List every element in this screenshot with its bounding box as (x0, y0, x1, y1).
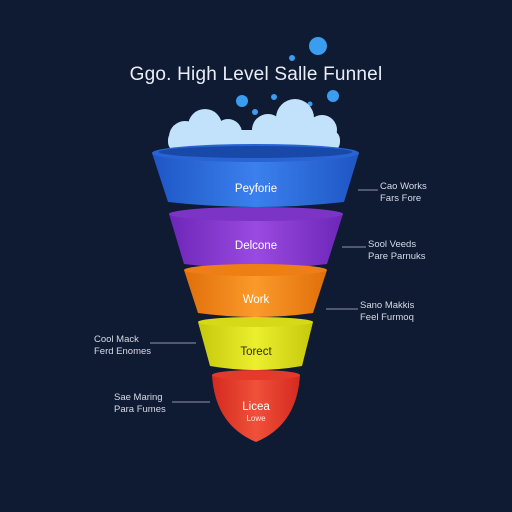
funnel-stage-5: Licea Lowe (212, 370, 300, 442)
bubble (309, 37, 327, 55)
annotation-left-2: Sae Maring Para Fumes (114, 392, 166, 416)
stage-2-label: Delcone (235, 240, 277, 252)
bubble (327, 90, 339, 102)
annotation-right-2: Sool Veeds Pare Parnuks (368, 239, 426, 263)
annotation-line: Feel Furmoq (360, 312, 414, 323)
annotation-line: Para Fumes (114, 404, 166, 415)
stage-1-label: Peyforie (235, 183, 277, 195)
stage-5-sublabel: Lowe (246, 414, 266, 423)
annotation-left-1: Cool Mack Ferd Enomes (94, 334, 151, 358)
bubble (252, 109, 258, 115)
bubble (289, 55, 295, 61)
annotation-right-1: Cao Works Fars Fore (380, 181, 427, 205)
funnel-stage-2: Delcone (169, 207, 343, 269)
bubble (236, 95, 248, 107)
funnel-stage-1: Peyforie (152, 144, 359, 207)
annotation-line: Sae Maring (114, 392, 163, 403)
funnel-stage-4: Torect (198, 317, 313, 370)
annotation-line: Sano Makkis (360, 300, 415, 311)
annotation-line: Pare Parnuks (368, 251, 426, 262)
annotation-line: Cao Works (380, 181, 427, 192)
bubbles-decoration (236, 37, 339, 115)
annotation-line: Sool Veeds (368, 239, 417, 250)
leader-lines (150, 189, 378, 403)
annotation-line: Ferd Enomes (94, 346, 152, 357)
diagram-title: Ggo. High Level Salle Funnel (129, 64, 383, 85)
annotation-right-3: Sano Makkis Feel Furmoq (360, 300, 414, 324)
funnel-stage-3: Work (184, 264, 327, 317)
stage-3-label: Work (243, 294, 270, 306)
annotation-line: Cool Mack (94, 334, 139, 345)
stage-5-label: Licea (242, 401, 270, 413)
bubble (271, 94, 277, 100)
annotation-line: Fars Fore (380, 193, 422, 204)
stage-4-label: Torect (240, 346, 272, 358)
